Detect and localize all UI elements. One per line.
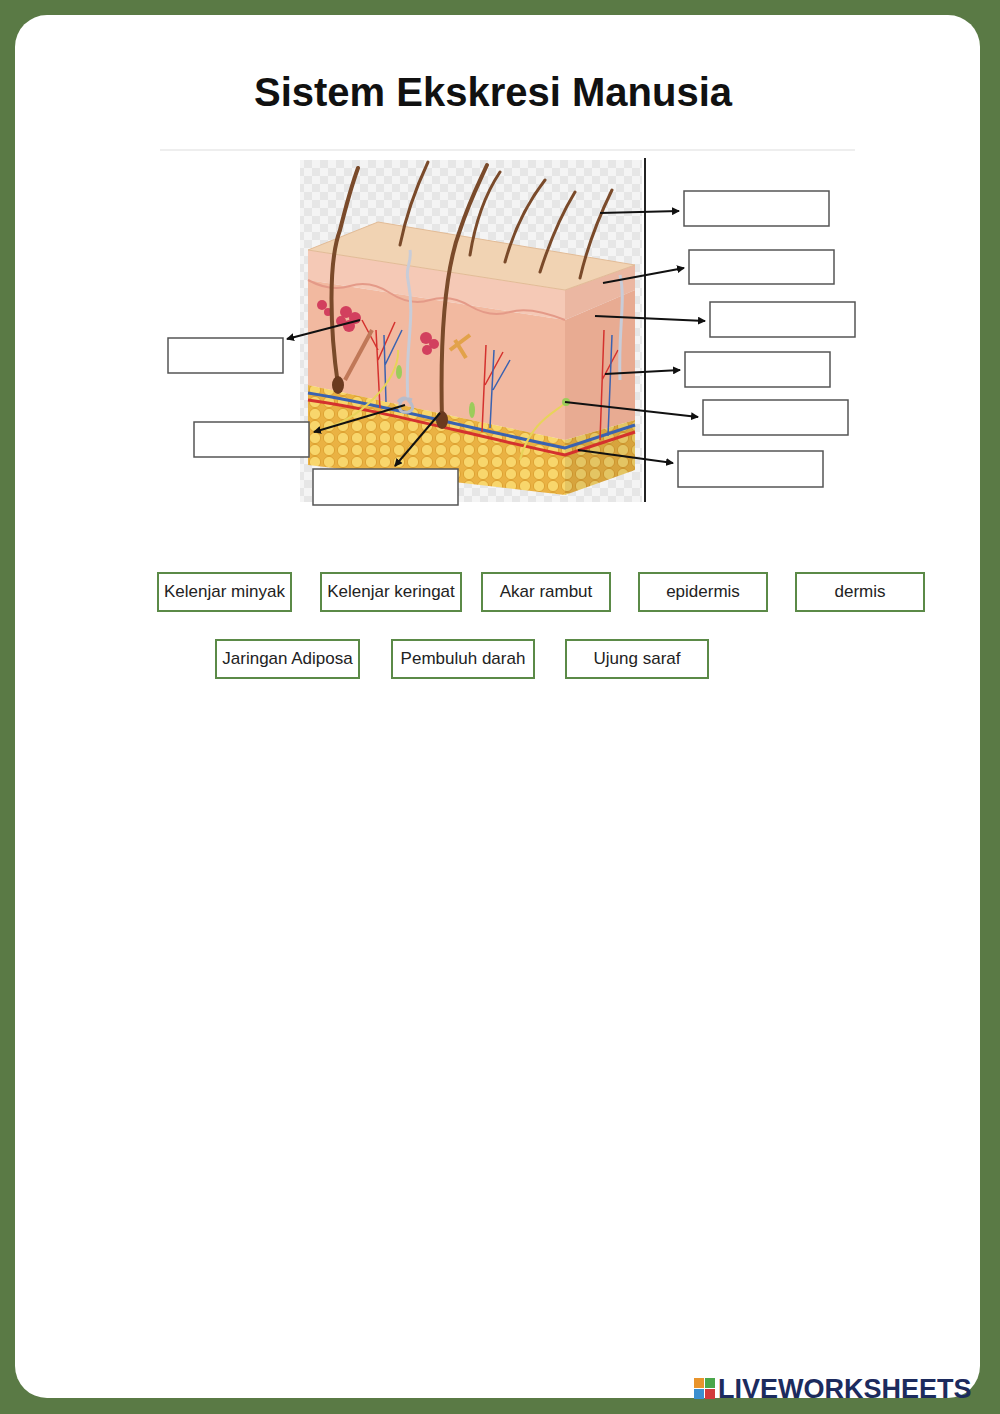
word-box: Akar rambut (481, 572, 611, 612)
word-label: epidermis (666, 582, 740, 602)
word-box: epidermis (638, 572, 768, 612)
word-box: Ujung saraf (565, 639, 709, 679)
watermark: LIVEWORKSHEETS (718, 1374, 972, 1405)
word-label: Kelenjar minyak (164, 582, 285, 602)
title: Sistem Ekskresi Manusia (0, 70, 986, 115)
word-box: Jaringan Adiposa (215, 639, 360, 679)
word-box: Pembuluh darah (391, 639, 535, 679)
word-label: Ujung saraf (594, 649, 681, 669)
word-label: Jaringan Adiposa (222, 649, 352, 669)
word-label: Kelenjar keringat (327, 582, 455, 602)
word-label: Pembuluh darah (401, 649, 526, 669)
word-box: Kelenjar minyak (157, 572, 292, 612)
word-box: Kelenjar keringat (320, 572, 462, 612)
word-label: Akar rambut (500, 582, 593, 602)
word-box: dermis (795, 572, 925, 612)
word-label: dermis (834, 582, 885, 602)
